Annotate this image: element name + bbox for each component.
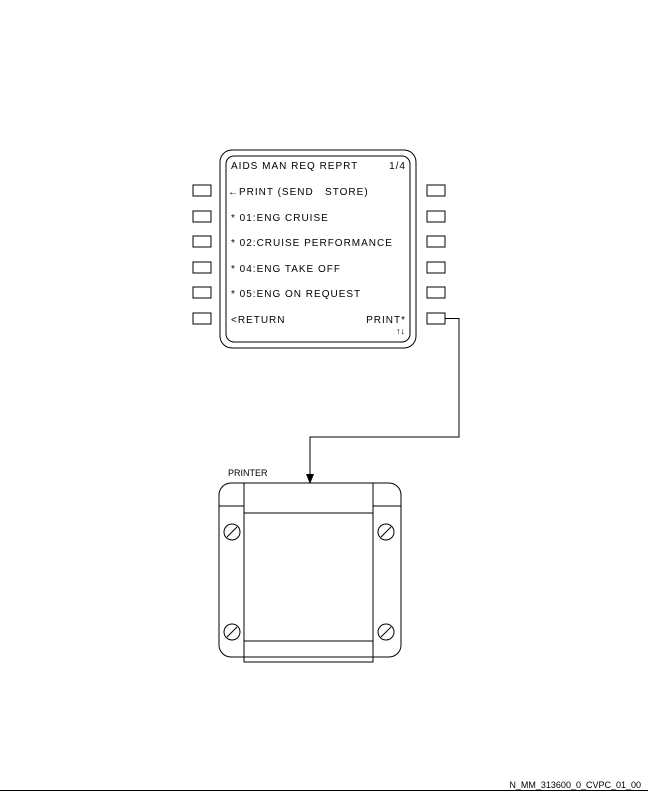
lsk-2l-button[interactable] — [192, 210, 212, 223]
figure-reference: N_MM_313600_0_CVPC_01_00 — [509, 780, 641, 790]
printer-housing — [218, 482, 402, 658]
lsk-6l-button[interactable] — [192, 312, 212, 325]
mcdu-line-2: * 01:ENG CRUISE — [231, 213, 329, 224]
lsk-3l-button[interactable] — [192, 235, 212, 248]
lsk-4r-button[interactable] — [426, 261, 446, 274]
mcdu-print-label: PRINT* — [366, 315, 406, 326]
lsk-2r-button[interactable] — [426, 210, 446, 223]
screw-top-left-icon — [223, 523, 241, 541]
lsk-5r-button[interactable] — [426, 286, 446, 299]
arrow-head — [306, 474, 314, 484]
mcdu-bezel — [219, 149, 417, 349]
mcdu-return-label: <RETURN — [231, 315, 286, 326]
mcdu-scroll-arrows: ↑↓ — [396, 326, 405, 336]
mcdu-line-4: * 04:ENG TAKE OFF — [231, 264, 341, 275]
lsk-1l-button[interactable] — [192, 184, 212, 197]
printer-label: PRINTER — [228, 468, 268, 478]
mcdu-page-number: 1/4 — [389, 161, 406, 172]
mcdu-screen — [225, 155, 411, 343]
lsk-4l-button[interactable] — [192, 261, 212, 274]
mcdu-line-1: ←PRINT (SEND STORE) — [228, 187, 369, 198]
lsk-3r-button[interactable] — [426, 235, 446, 248]
mcdu-title: AIDS MAN REQ REPRT — [231, 161, 358, 172]
printer-paper-slot — [243, 482, 374, 514]
mcdu-unit: AIDS MAN REQ REPRT 1/4 ←PRINT (SEND STOR… — [192, 149, 446, 349]
lsk-5l-button[interactable] — [192, 286, 212, 299]
screw-bottom-left-icon — [223, 623, 241, 641]
mcdu-line-3: * 02:CRUISE PERFORMANCE — [231, 238, 393, 249]
printer-unit: PRINTER — [218, 468, 402, 663]
print-connector — [306, 318, 460, 484]
printer-bottom-tray — [243, 640, 374, 663]
screw-bottom-right-icon — [377, 623, 395, 641]
mcdu-line-5: * 05:ENG ON REQUEST — [231, 289, 361, 300]
lsk-6r-button[interactable] — [426, 312, 446, 325]
screw-top-right-icon — [377, 523, 395, 541]
connector-line — [309, 318, 460, 478]
lsk-1r-button[interactable] — [426, 184, 446, 197]
